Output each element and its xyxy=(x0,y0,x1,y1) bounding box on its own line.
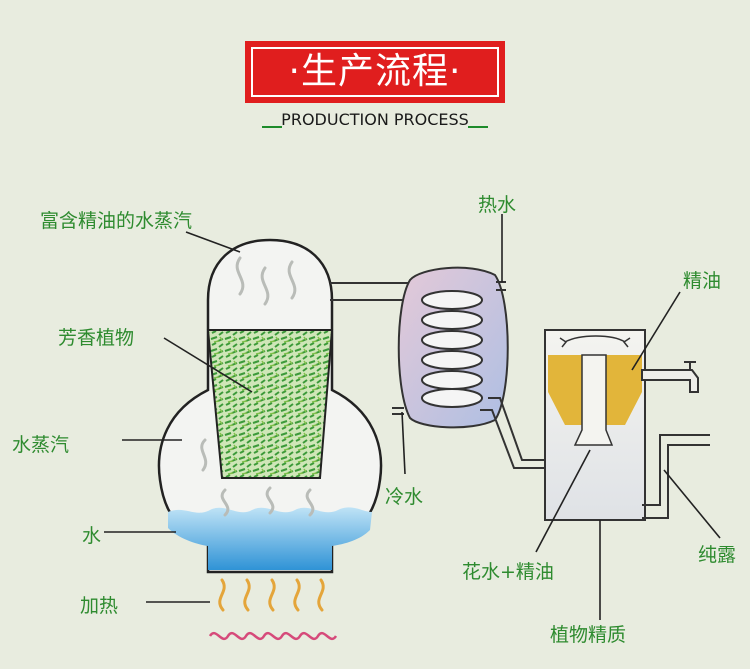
flame-icons xyxy=(218,578,325,612)
condenser-coil xyxy=(421,290,483,408)
label-essential-oil: 精油 xyxy=(683,270,722,292)
plant-basket xyxy=(206,329,334,479)
condenser xyxy=(392,266,509,429)
page-title: ·生产流程· xyxy=(288,51,462,92)
oil-layer xyxy=(548,355,642,425)
page-subtitle: PRODUCTION PROCESS xyxy=(281,110,469,129)
water-body xyxy=(168,507,372,570)
overflow-arrow xyxy=(564,335,626,343)
title-banner-border xyxy=(251,47,499,97)
hydrosol-pipe xyxy=(642,434,710,519)
label-hydrosol-oil: 花水+精油 xyxy=(462,561,554,583)
separator-vessel xyxy=(544,329,710,521)
label-aromatic-plants: 芳香植物 xyxy=(58,327,135,349)
steam-wisps xyxy=(200,256,315,517)
label-plant-essence: 植物精质 xyxy=(550,624,627,646)
subtitle-underline-right xyxy=(468,126,488,128)
label-steam: 水蒸汽 xyxy=(12,434,70,456)
heat-source xyxy=(208,578,338,641)
label-rich-steam: 富含精油的水蒸汽 xyxy=(40,210,193,232)
label-water: 水 xyxy=(82,525,102,547)
oil-tap xyxy=(641,369,699,393)
title-banner: ·生产流程· xyxy=(245,41,505,103)
leader-lines xyxy=(104,214,721,620)
label-heating: 加热 xyxy=(80,595,119,617)
subtitle-underline-left xyxy=(262,126,282,128)
label-hot-water: 热水 xyxy=(478,194,517,216)
label-pure-dew: 纯露 xyxy=(698,544,737,566)
still-vessel xyxy=(157,238,383,574)
heating-coil xyxy=(208,631,338,641)
label-cold-water: 冷水 xyxy=(385,486,424,508)
condensate-pipe xyxy=(480,397,548,469)
